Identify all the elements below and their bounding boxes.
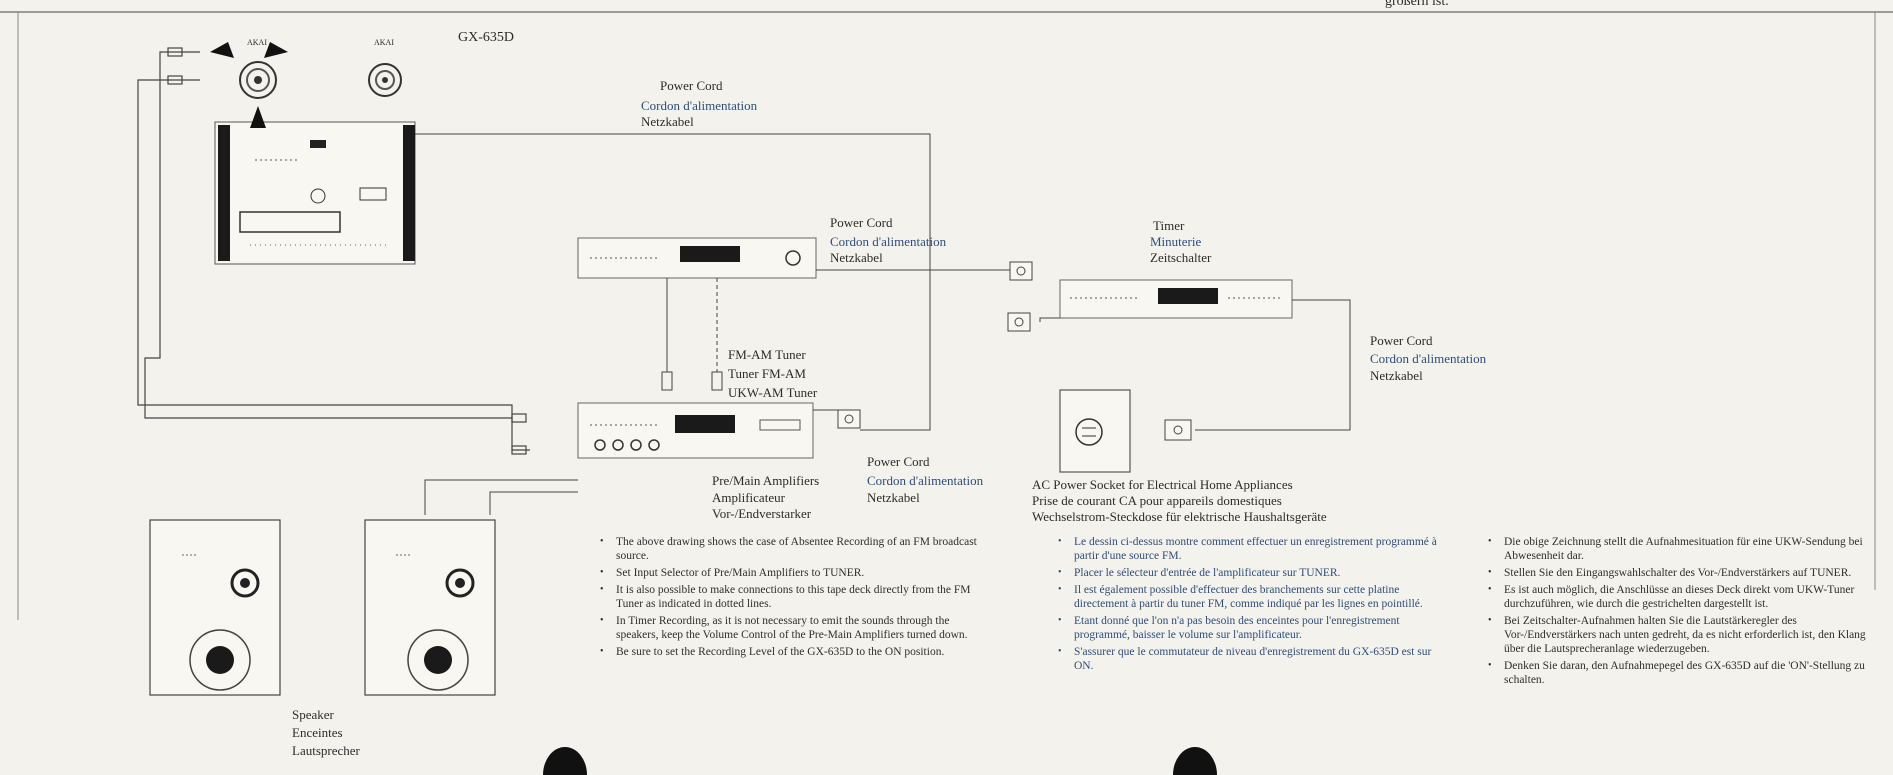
speaker-label-en: Speaker [292,707,334,722]
plug-tuner [1009,261,1033,281]
power-cord-label-3-de: Netzkabel [1370,368,1423,383]
fm-tuner-label-fr: Tuner FM-AM [728,366,806,381]
note-de-1: Die obige Zeichnung stellt die Aufnahmes… [1488,535,1873,563]
reel-label-right: AKAI [374,38,394,47]
signal-cables [137,47,530,455]
power-cord-label-3-fr: Cordon d'alimentation [1370,351,1487,366]
speaker-label-fr: Enceintes [292,725,343,740]
fm-tuner-label-en: FM-AM Tuner [728,347,806,362]
note-en-3: It is also possible to make connections … [600,583,985,611]
note-en-4: In Timer Recording, as it is not necessa… [600,614,985,642]
power-cord-label-1-fr: Cordon d'alimentation [641,98,758,113]
notes-french: Le dessin ci-dessus montre comment effec… [1058,535,1438,676]
reel-right [368,63,402,97]
note-en-2: Set Input Selector of Pre/Main Amplifier… [600,566,985,580]
timer-label-de: Zeitschalter [1150,250,1212,265]
note-de-3: Es ist auch möglich, die Anschlüsse an d… [1488,583,1873,611]
amplifier-label-de: Vor-/Endverstarker [712,506,812,521]
note-de-4: Bei Zeitschalter-Aufnahmen halten Sie di… [1488,614,1873,656]
reel-left [210,42,288,128]
power-cord-label-2-fr: Cordon d'alimentation [830,234,947,249]
power-cord-label-2-en: Power Cord [830,215,893,230]
timer-unit [1059,279,1293,319]
amplifier-label-fr: Amplificateur [712,490,785,505]
deck-power-cord [415,133,931,431]
note-de-2: Stellen Sie den Eingangswahlschalter des… [1488,566,1873,580]
power-cord-label-2-de: Netzkabel [830,250,883,265]
fm-tuner-label-de: UKW-AM Tuner [728,385,818,400]
note-fr-1: Le dessin ci-dessus montre comment effec… [1058,535,1438,563]
power-cord-label-1-de: Netzkabel [641,114,694,129]
ac-socket-label-en: AC Power Socket for Electrical Home Appl… [1032,477,1293,492]
power-cord-label-4-de: Netzkabel [867,490,920,505]
amplifier-unit [577,402,814,459]
note-en-1: The above drawing shows the case of Abse… [600,535,985,563]
speaker-left [149,519,281,696]
ac-socket-label-de: Wechselstrom-Steckdose für elektrische H… [1032,509,1327,524]
ac-power-socket [1059,389,1131,473]
note-fr-2: Placer le sélecteur d'entrée de l'amplif… [1058,566,1438,580]
power-cord-label-4-en: Power Cord [867,454,930,469]
note-de-5: Denken Sie daran, den Aufnahmepegel des … [1488,659,1873,687]
fm-tuner-unit [577,237,817,279]
amplifier-label-en: Pre/Main Amplifiers [712,473,820,488]
note-fr-4: Etant donné que l'on n'a pas besoin des … [1058,614,1438,642]
speaker-right [364,519,496,696]
note-en-5: Be sure to set the Recording Level of th… [600,645,985,659]
deck-model-label: GX-635D [458,30,514,45]
note-fr-3: Il est également possible d'effectuer de… [1058,583,1438,611]
ac-socket-label-fr: Prise de courant CA pour appareils domes… [1032,493,1282,508]
notes-german: Die obige Zeichnung stellt die Aufnahmes… [1488,535,1873,690]
timer-label-en: Timer [1153,218,1185,233]
power-cord-label-4-fr: Cordon d'alimentation [867,473,984,488]
plug-timer [1007,312,1031,332]
timer-label-fr: Minuterie [1150,234,1202,249]
speaker-label-de: Lautsprecher [292,743,360,758]
notes-english: The above drawing shows the case of Abse… [600,535,985,662]
plug-amplifier [837,409,861,429]
bottom-knob-right [1173,747,1217,775]
bottom-knob-left [543,747,587,775]
power-cord-label-1-en: Power Cord [660,78,723,93]
top-caption: größern ist. [1385,0,1449,9]
plug-ac-socket [1164,419,1192,441]
tape-deck [214,121,416,265]
reel-label-left: AKAI [247,38,267,47]
note-fr-5: S'assurer que le commutateur de niveau d… [1058,645,1438,673]
power-cord-label-3-en: Power Cord [1370,333,1433,348]
